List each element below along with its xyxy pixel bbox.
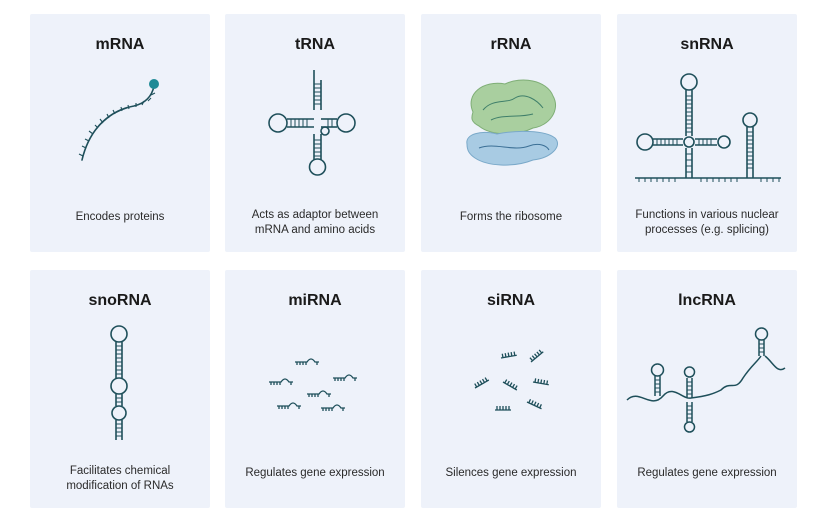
cloverleaf-icon [268, 70, 356, 176]
sirna-fragments-icon [474, 349, 549, 411]
card-snorna: snoRNA Facilitates chemical modification… [30, 270, 210, 508]
card-title: miRNA [288, 292, 342, 309]
mrna-strand-icon [78, 79, 159, 161]
card-description: Functions in various nuclear processes (… [635, 209, 779, 236]
card-title: lncRNA [678, 292, 736, 309]
ribosome-icon [466, 79, 558, 166]
card-mrna: mRNA Encodes proteins [30, 14, 210, 252]
card-title: tRNA [295, 36, 335, 53]
card-title: snRNA [680, 36, 734, 53]
card-description: Silences gene expression [445, 467, 577, 479]
card-sirna: siRNA Silences gene e [421, 270, 601, 508]
card-description: Encodes proteins [75, 211, 165, 223]
card-title: siRNA [486, 292, 535, 309]
card-description: Acts as adaptor between mRNA and amino a… [251, 209, 379, 236]
mirna-fragments-icon [269, 358, 357, 411]
card-description: Regulates gene expression [245, 467, 385, 479]
card-description: Facilitates chemical modification of RNA… [66, 465, 174, 492]
card-trna: tRNA [225, 14, 405, 252]
card-title: mRNA [95, 36, 145, 53]
lncrna-strand-icon [626, 327, 786, 433]
snrna-structure-icon [635, 73, 781, 182]
card-title: rRNA [490, 36, 532, 53]
card-description: Regulates gene expression [637, 467, 777, 479]
card-title: snoRNA [88, 292, 152, 309]
card-description: Forms the ribosome [459, 211, 563, 223]
card-rrna: rRNA Forms the ribosome [421, 14, 601, 252]
hairpin-icon [110, 325, 128, 440]
card-lncrna: lncRNA [617, 270, 797, 508]
card-snrna: snRNA [617, 14, 797, 252]
card-mirna: miRNA [225, 270, 405, 508]
